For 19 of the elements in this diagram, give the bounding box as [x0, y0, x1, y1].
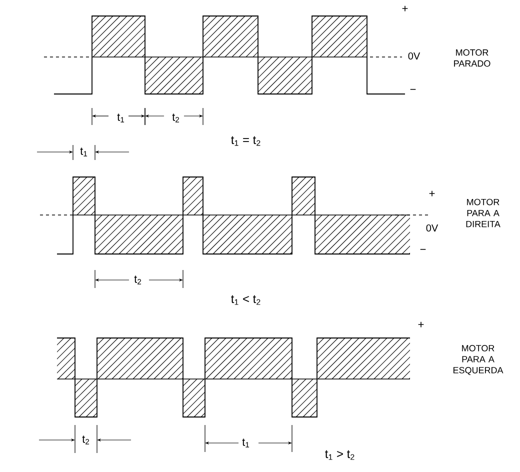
voltage-label: 0V: [426, 224, 438, 232]
polarity-sign: −: [410, 88, 416, 90]
motor-state-label: MOTOR PARA A DIREITA: [466, 198, 500, 228]
duration-label: t$_{1}$: [242, 438, 250, 448]
polarity-sign: −: [420, 248, 426, 250]
duration-label: t$_{2}$: [172, 114, 180, 122]
relation-label: t$_{1}$ > t$_{2}$: [325, 450, 354, 460]
duration-label: t$_{2}$: [82, 436, 90, 444]
motor-state-label: MOTOR PARADO: [454, 49, 490, 67]
duration-label: t$_{1}$: [80, 148, 88, 156]
duration-label: t$_{1}$: [117, 114, 124, 122]
polarity-sign: +: [429, 190, 435, 196]
relation-label: t$_{1}$ < t$_{2}$: [231, 295, 260, 305]
polarity-sign: +: [418, 322, 424, 328]
relation-label: t$_{1}$ = t$_{2}$: [231, 136, 260, 146]
polarity-sign: +: [402, 6, 408, 12]
duration-label: t$_{2}$: [134, 276, 142, 284]
motor-state-label: MOTOR PARA A ESQUERDA: [453, 345, 504, 375]
voltage-label: 0V: [408, 52, 420, 60]
